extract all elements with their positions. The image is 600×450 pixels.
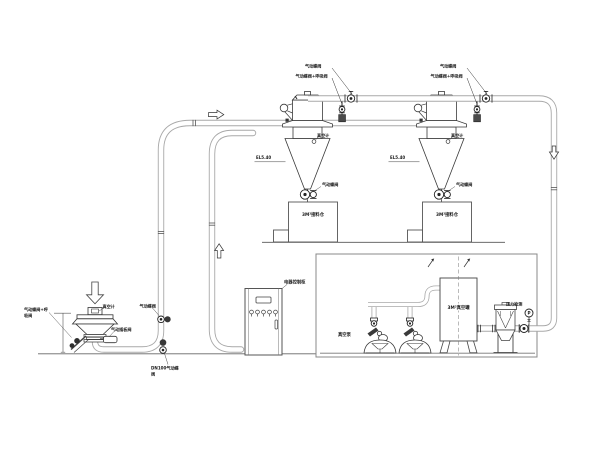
filter-outlet-valve <box>518 324 530 333</box>
vacuum-pump-2 <box>398 334 432 354</box>
filter-separator <box>493 302 518 354</box>
riser-valve-label: 气动蝶阀 <box>139 303 156 309</box>
riser-butterfly-valve: 气动蝶阀 <box>139 303 171 324</box>
control-cabinet-label: 电器控制柜 <box>284 279 306 286</box>
cabinet-handle <box>274 319 278 330</box>
vacuum-receiver-2 <box>387 90 473 243</box>
cabinet-display <box>255 296 272 304</box>
vacuum-tank: 3M³真空罐 <box>427 256 478 356</box>
conveying-pipe <box>91 119 420 353</box>
pressure-gauge-letter: P <box>527 311 530 316</box>
vacuum-pipe <box>308 95 558 332</box>
pump-room-outline <box>315 253 538 358</box>
vacuum-tank-label: 3M³真空罐 <box>447 304 470 311</box>
feed-breather-valve-label-line2: 吸阀 <box>24 312 32 318</box>
feed-vacuum-gauge-label: 真空计 <box>102 303 115 309</box>
pressure-gauge: P 压力检测 <box>506 301 534 325</box>
cabinet-indicator-lights <box>249 309 278 317</box>
vacuum-receiver-1 <box>253 90 339 243</box>
vacuum-pump-1 <box>363 334 397 354</box>
pump-manifold-pipe <box>368 285 440 318</box>
flow-arrow-right-icon <box>208 109 225 120</box>
dn100-valve-label-line1: DN100气动蝶 <box>151 364 180 370</box>
pressure-detect-label: 压力检测 <box>506 301 522 307</box>
dn100-butterfly-valve: DN100气动蝶 阀 <box>151 339 180 376</box>
feed-station: 真空计 气动插板阀 气动蝶阀+呼 吸阀 <box>23 281 131 353</box>
spare-pipe-stub <box>208 129 257 353</box>
control-cabinet: 电器控制柜 <box>244 279 306 356</box>
feed-arrow-icon <box>85 281 105 305</box>
vacuum-pump-label: 真空泵 <box>338 331 352 338</box>
slide-gate-label: 气动插板阀 <box>110 326 131 332</box>
slide-gate-actuator <box>103 335 118 344</box>
pump-valve-stack-1 <box>367 317 383 337</box>
tank-vent-arrow-1 <box>427 258 435 268</box>
filter-pipe-flanges <box>477 324 496 333</box>
pipe-flange-ticks <box>157 119 558 235</box>
flow-arrow-up-icon <box>213 243 225 259</box>
dn100-valve-label-line2: 阀 <box>151 370 155 376</box>
tank-vent-arrow-2 <box>463 258 471 268</box>
pump-valve-stack-2 <box>403 317 419 337</box>
flow-arrow-down-icon <box>548 145 560 160</box>
feed-breather-valve-label-line1: 气动蝶阀+呼 <box>23 306 48 312</box>
